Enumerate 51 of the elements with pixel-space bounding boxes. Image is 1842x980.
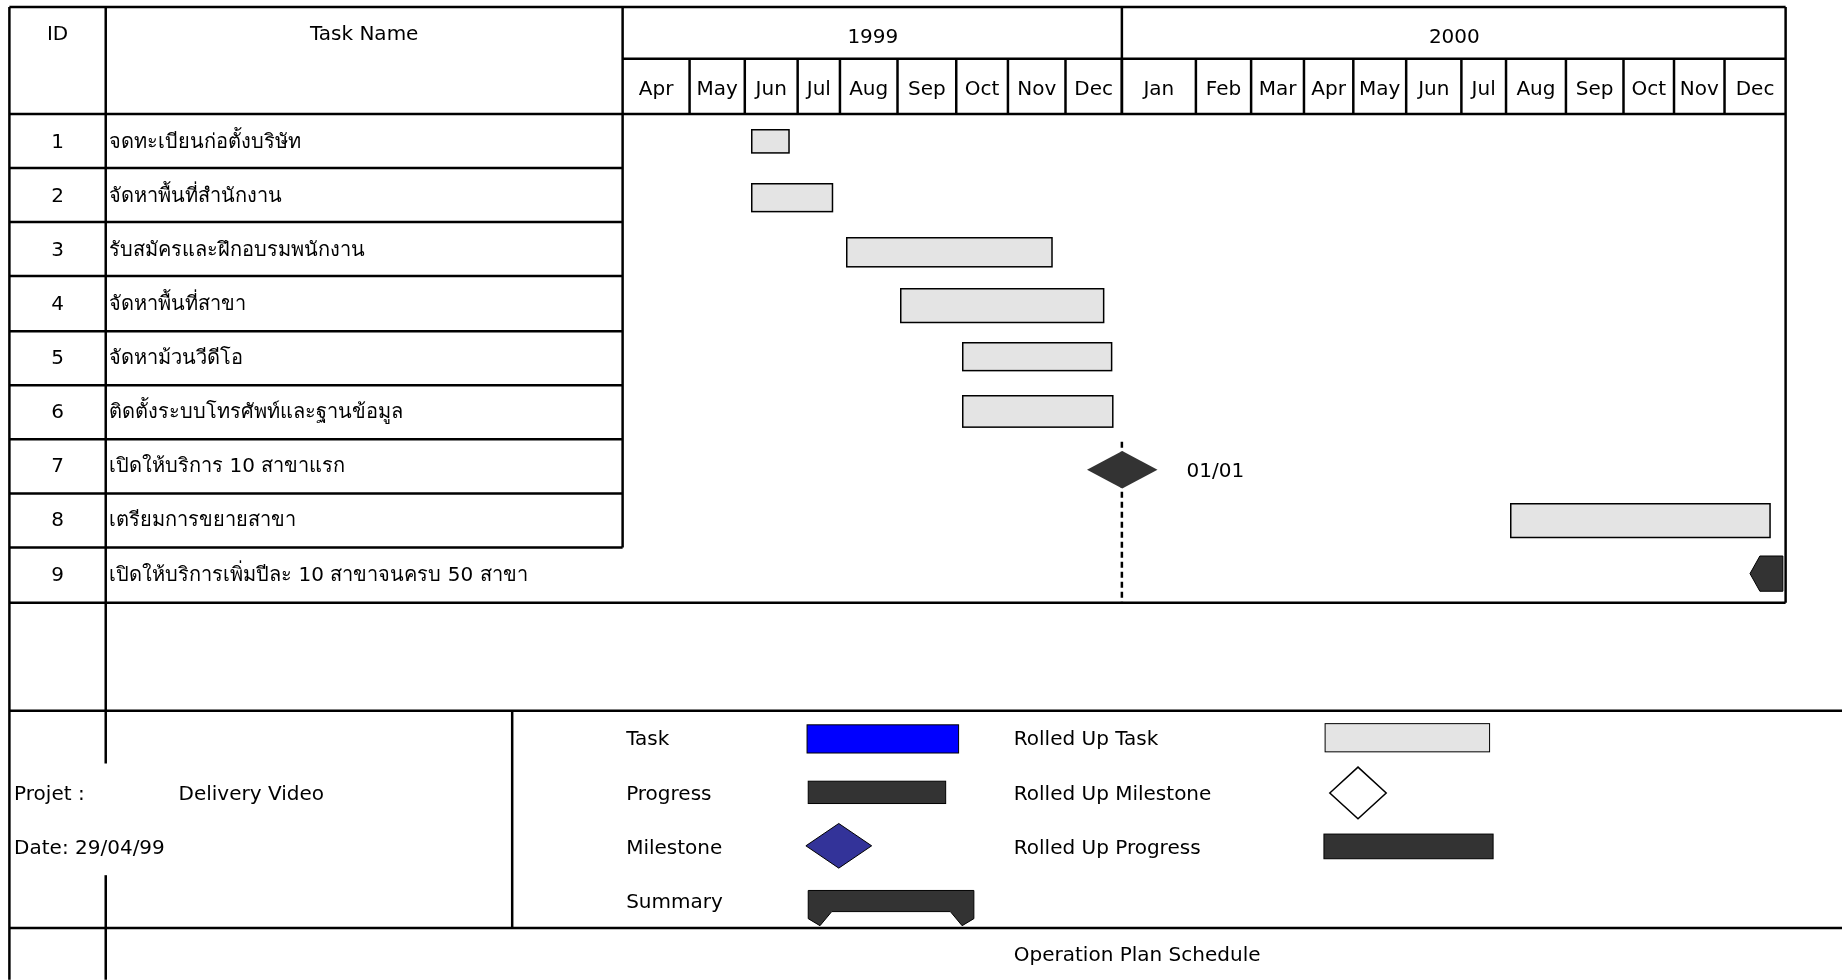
chart-title: Operation Plan Schedule (1013, 942, 1261, 965)
month-header: May (696, 77, 738, 100)
month-header: Oct (964, 77, 1000, 100)
month-header: Jun (755, 77, 787, 100)
column-header: Task Name (309, 21, 419, 44)
month-header: Jul (806, 77, 831, 100)
task-name: จัดหาม้วนวีดีโอ (109, 346, 244, 369)
month-header: Nov (1679, 77, 1719, 100)
legend-label: Summary (626, 890, 723, 912)
task-name: เปิดให้บริการ 10 สาขาแรก (109, 454, 346, 477)
task-name: เตรียมการขยายสาขา (109, 508, 297, 531)
year-header: 2000 (1428, 25, 1480, 48)
task-id: 6 (51, 400, 64, 423)
month-header: Dec (1735, 77, 1775, 100)
month-header: Aug (849, 77, 889, 100)
project-label: Projet : (14, 781, 85, 804)
month-header: May (1359, 77, 1401, 100)
project-name: Delivery Video (178, 781, 324, 804)
task-id: 4 (51, 292, 64, 315)
date-text: Date: 29/04/99 (14, 836, 165, 858)
task-id: 1 (51, 129, 64, 152)
month-header: Apr (638, 77, 674, 100)
task-id: 7 (51, 454, 64, 477)
task-id: 3 (51, 238, 64, 261)
legend-label: Rolled Up Task (1013, 726, 1159, 749)
month-header: Oct (1631, 77, 1667, 100)
legend-label: Rolled Up Milestone (1013, 781, 1212, 804)
month-header: Jan (1143, 77, 1175, 100)
month-header: Nov (1017, 77, 1057, 100)
task-name: รับสมัครและฝึกอบรมพนักงาน (109, 238, 366, 261)
month-header: Jun (1418, 77, 1450, 100)
year-header: 1999 (847, 25, 899, 48)
month-header: Sep (1575, 77, 1614, 100)
legend-label: Rolled Up Progress (1013, 836, 1201, 858)
legend-label: Milestone (626, 836, 723, 858)
task-id: 5 (51, 346, 64, 369)
month-header: Sep (908, 77, 946, 100)
date-label: 01/01 (1186, 458, 1245, 481)
task-id: 8 (51, 508, 64, 531)
task-id: 2 (51, 184, 64, 206)
legend-label: Task (626, 726, 670, 749)
month-header: Apr (1311, 77, 1346, 100)
month-header: Jul (1471, 77, 1496, 100)
column-header: ID (46, 21, 69, 44)
task-id: 9 (51, 563, 64, 586)
legend-label: Progress (626, 781, 712, 804)
month-header: Dec (1074, 77, 1114, 100)
task-name: จดทะเบียนก่อตั้งบริษัท (109, 129, 302, 152)
month-header: Mar (1258, 77, 1297, 100)
month-header: Feb (1205, 77, 1242, 100)
month-header: Aug (1516, 77, 1556, 100)
